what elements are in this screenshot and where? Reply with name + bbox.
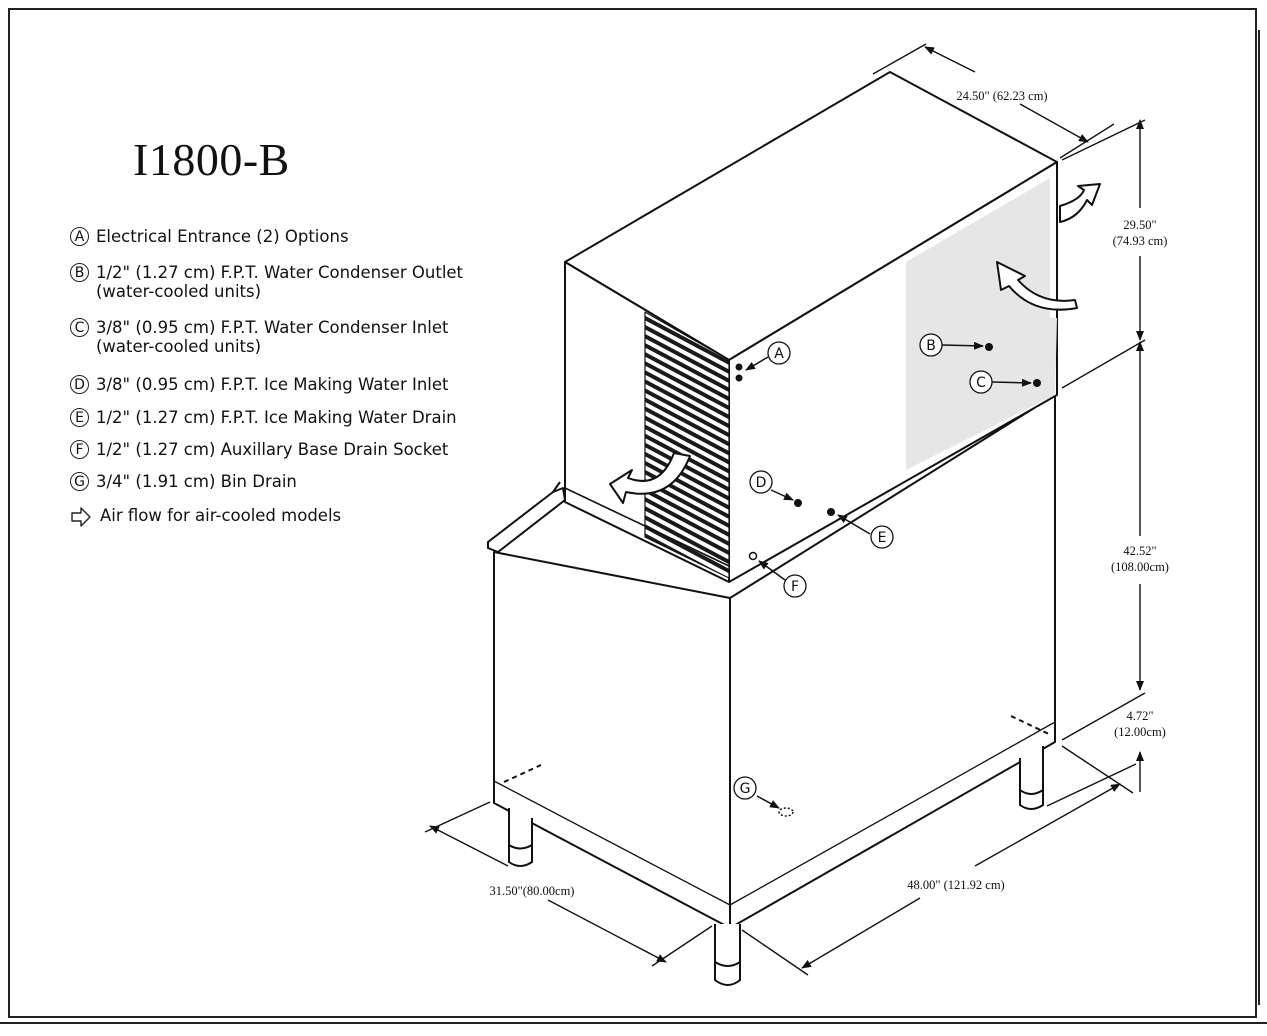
legend-text: Air flow for air-cooled models <box>100 506 342 525</box>
legend-text: 1/2" (1.27 cm) F.P.T. Ice Making Water D… <box>96 408 457 427</box>
legend-text: (water-cooled units) <box>96 282 262 301</box>
curved-arrow-icon <box>996 261 1078 311</box>
callout-g-label: G <box>740 781 751 797</box>
callout-e: E <box>870 525 894 549</box>
ext-line <box>1046 763 1137 807</box>
curved-arrow-icon <box>609 452 691 504</box>
airflow-arrows <box>609 183 1101 504</box>
legend-text: 3/4" (1.91 cm) Bin Drain <box>96 472 297 491</box>
legend-item-f: F 1/2" (1.27 cm) Auxillary Base Drain So… <box>70 440 448 459</box>
callout-d-label: D <box>756 475 767 491</box>
bin-front-face <box>729 394 1056 929</box>
ext-line <box>1061 745 1134 794</box>
dim-bin-depth-a <box>429 825 509 867</box>
legend-text: Electrical Entrance (2) Options <box>96 227 349 246</box>
callout-g: G <box>733 776 757 800</box>
dim-bin-height-label: 42.52" <box>1123 544 1156 558</box>
ext-line <box>424 801 491 833</box>
legend-badge: C <box>70 318 89 337</box>
callout-d: D <box>749 470 773 494</box>
legend-text: 1/2" (1.27 cm) Auxillary Base Drain Sock… <box>96 440 449 459</box>
dim-bin-height-label-metric: (108.00cm) <box>1111 560 1169 574</box>
bin-dashed-hints <box>503 715 1052 783</box>
ice-bin <box>487 394 1056 929</box>
ext-line <box>1061 119 1146 161</box>
bottom-border-rule <box>0 1022 1267 1024</box>
legend-text: (water-cooled units) <box>96 337 262 356</box>
legend-badge: E <box>70 408 89 427</box>
leg-left <box>508 808 533 867</box>
legend-text: 3/8" (0.95 cm) F.P.T. Water Condenser In… <box>96 318 449 337</box>
model-title: I1800-B <box>133 134 290 185</box>
drawing-frame <box>8 8 1257 1018</box>
port-f <box>748 551 758 561</box>
legend-item-a: A Electrical Entrance (2) Options <box>70 227 349 246</box>
callout-c: C <box>969 370 993 394</box>
legend-text: 3/8" (0.95 cm) F.P.T. Ice Making Water I… <box>96 375 449 394</box>
dim-bin-depth-b <box>547 899 667 963</box>
ext-line <box>741 929 809 976</box>
callout-badges: A B C D E F G <box>733 333 993 800</box>
bin-back-rim <box>552 481 561 493</box>
ice-machine-head <box>564 71 1058 583</box>
legend-item-c: C 3/8" (0.95 cm) F.P.T. Water Condenser … <box>70 318 448 356</box>
curved-arrow-icon <box>1059 183 1101 223</box>
port-a-lower <box>735 374 743 382</box>
dim-bin-depth-label: 31.50"(80.00cm) <box>490 884 575 898</box>
bin-left-lip <box>487 487 566 553</box>
callout-f: F <box>783 574 807 598</box>
leg-front <box>714 924 741 986</box>
ext-line <box>872 43 927 75</box>
right-border-rule <box>1258 30 1260 1005</box>
callout-c-label: C <box>976 375 986 391</box>
callout-b-label: B <box>926 338 936 354</box>
legend-badge: B <box>70 263 89 282</box>
legend-text: 1/2" (1.27 cm) F.P.T. Water Condenser Ou… <box>96 263 464 282</box>
callout-leaders <box>745 341 1032 809</box>
legend-badge: D <box>70 375 89 394</box>
ext-line <box>1061 692 1146 741</box>
ext-line <box>1061 339 1146 389</box>
dim-width-b <box>801 897 921 969</box>
hollow-arrow-icon <box>71 507 91 527</box>
dim-width-label: 48.00" (121.92 cm) <box>907 878 1004 892</box>
callout-e-label: E <box>878 530 887 546</box>
legend-badge: A <box>70 227 89 246</box>
legend-item-d: D 3/8" (0.95 cm) F.P.T. Ice Making Water… <box>70 375 449 394</box>
dim-leg-height-label-metric: (12.00cm) <box>1114 725 1166 739</box>
port-g <box>778 807 794 817</box>
water-cooled-panel <box>906 178 1057 470</box>
legend-item-e: E 1/2" (1.27 cm) F.P.T. Ice Making Water… <box>70 408 457 427</box>
dimension-lines <box>424 43 1146 976</box>
port-a-upper <box>735 363 743 371</box>
dimension-labels: 24.50" (62.23 cm) 29.50" (74.93 cm) 42.5… <box>490 89 1169 898</box>
callout-a: A <box>767 341 791 365</box>
dim-width-a <box>974 783 1121 867</box>
bin-legs <box>508 746 1044 986</box>
dim-head-height-label-metric: (74.93 cm) <box>1113 234 1168 248</box>
callout-a-label: A <box>774 346 784 362</box>
bin-left-face <box>493 551 731 929</box>
port-e <box>827 508 835 516</box>
callout-f-label: F <box>791 579 799 595</box>
dim-leg-height-label: 4.72" <box>1127 709 1154 723</box>
legend-item-airflow: Air flow for air-cooled models <box>70 506 341 528</box>
dim-head-height-label: 29.50" <box>1123 218 1156 232</box>
port-d <box>794 499 802 507</box>
dim-depth-top-a <box>924 46 976 73</box>
condenser-louvers <box>644 311 730 579</box>
port-b <box>985 343 993 351</box>
connection-points <box>735 343 1041 817</box>
legend-badge: F <box>70 440 89 459</box>
legend-item-g: G 3/4" (1.91 cm) Bin Drain <box>70 472 297 491</box>
legend-badge: G <box>70 472 89 491</box>
dim-depth-top-b <box>1019 103 1089 143</box>
port-c <box>1033 379 1041 387</box>
callout-b: B <box>919 333 943 357</box>
dim-depth-top-label: 24.50" (62.23 cm) <box>956 89 1047 103</box>
legend-item-b: B 1/2" (1.27 cm) F.P.T. Water Condenser … <box>70 263 463 301</box>
